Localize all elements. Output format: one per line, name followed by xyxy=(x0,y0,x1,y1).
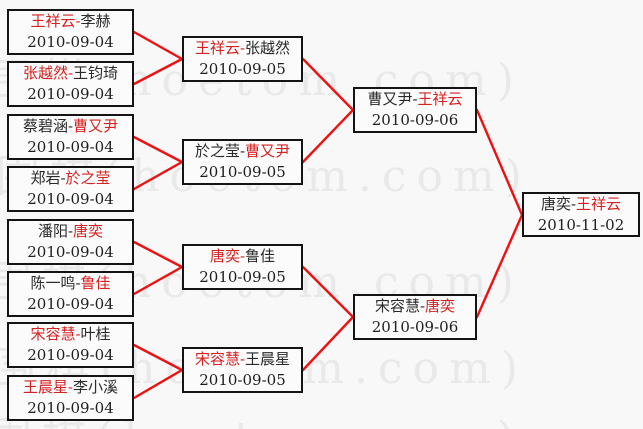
player1-name: 王祥云- xyxy=(30,12,81,30)
player1-name: 陈一鸣- xyxy=(30,274,81,292)
player1-name: 张越然- xyxy=(22,64,74,82)
player1-name: 宋容慧- xyxy=(194,350,246,368)
player1-name: 宋容慧- xyxy=(374,297,426,315)
match-players: 王祥云-李赫 xyxy=(30,11,110,32)
player2-name: 王祥云 xyxy=(576,194,622,213)
player2-name: 李小溪 xyxy=(73,378,119,396)
match-players: 唐奕-王祥云 xyxy=(541,194,621,215)
match-players: 潘阳-唐奕 xyxy=(38,221,103,242)
match-date: 2010-09-04 xyxy=(27,346,114,364)
player2-name: 王钧琦 xyxy=(73,64,119,82)
player1-name: 蔡碧涵- xyxy=(22,117,74,135)
player2-name: 曹又尹 xyxy=(73,117,119,135)
match-players: 蔡碧涵-曹又尹 xyxy=(23,116,118,137)
match-players: 宋容慧-王晨星 xyxy=(195,349,290,370)
player2-name: 曹又尹 xyxy=(245,142,291,160)
player1-name: 唐奕- xyxy=(209,247,246,265)
match-date: 2010-09-04 xyxy=(27,138,114,156)
match-players: 王祥云-张越然 xyxy=(195,38,290,59)
match-players: 曹又尹-王祥云 xyxy=(367,89,462,110)
player2-name: 鲁佳 xyxy=(80,274,111,292)
match-players: 郑岩-於之莹 xyxy=(30,168,110,189)
match-players: 於之莹-曹又尹 xyxy=(195,141,290,162)
player2-name: 鲁佳 xyxy=(245,247,276,265)
match-box-round2-4: 宋容慧-王晨星 2010-09-05 xyxy=(182,347,303,393)
player1-name: 王祥云- xyxy=(194,39,246,57)
match-box-round1-6: 陈一鸣-鲁佳 2010-09-04 xyxy=(7,271,134,317)
match-players: 张越然-王钧琦 xyxy=(23,63,118,84)
match-date: 2010-09-04 xyxy=(27,243,114,261)
player2-name: 张越然 xyxy=(245,39,291,57)
match-players: 陈一鸣-鲁佳 xyxy=(30,273,110,294)
match-players: 宋容慧-叶桂 xyxy=(30,324,110,345)
player1-name: 曹又尹- xyxy=(367,90,418,108)
match-box-round1-2: 张越然-王钧琦 2010-09-04 xyxy=(7,61,134,107)
match-date: 2010-09-05 xyxy=(199,60,286,78)
match-box-round1-8: 王晨星-李小溪 2010-09-04 xyxy=(7,375,134,421)
player1-name: 唐奕- xyxy=(540,194,577,213)
match-box-round1-4: 郑岩-於之莹 2010-09-04 xyxy=(7,166,134,212)
match-box-semifinal-2: 宋容慧-唐奕 2010-09-06 xyxy=(353,294,477,340)
match-players: 宋容慧-唐奕 xyxy=(375,296,455,317)
match-box-round2-3: 唐奕-鲁佳 2010-09-05 xyxy=(182,244,303,290)
match-date: 2010-09-04 xyxy=(27,85,114,103)
player2-name: 王晨星 xyxy=(245,350,291,368)
match-box-round1-1: 王祥云-李赫 2010-09-04 xyxy=(7,9,134,55)
player2-name: 唐奕 xyxy=(425,297,456,315)
player1-name: 郑岩- xyxy=(30,169,66,187)
match-date: 2010-09-04 xyxy=(27,295,114,313)
match-box-round2-1: 王祥云-张越然 2010-09-05 xyxy=(182,36,303,82)
match-date: 2010-09-06 xyxy=(371,111,459,129)
match-date: 2010-09-06 xyxy=(371,318,459,336)
match-box-semifinal-1: 曹又尹-王祥云 2010-09-06 xyxy=(353,87,477,133)
player1-name: 於之莹- xyxy=(194,142,246,160)
player1-name: 潘阳- xyxy=(37,222,74,240)
match-players: 唐奕-鲁佳 xyxy=(210,246,275,267)
player2-name: 王祥云 xyxy=(417,90,463,108)
player2-name: 叶桂 xyxy=(80,325,111,343)
match-box-round2-2: 於之莹-曹又尹 2010-09-05 xyxy=(182,139,303,185)
match-date: 2010-09-05 xyxy=(199,371,286,389)
match-date: 2010-11-02 xyxy=(537,215,625,234)
match-date: 2010-09-05 xyxy=(199,268,286,286)
match-players: 王晨星-李小溪 xyxy=(23,377,118,398)
match-box-round1-5: 潘阳-唐奕 2010-09-04 xyxy=(7,219,134,265)
match-box-round1-7: 宋容慧-叶桂 2010-09-04 xyxy=(7,322,134,368)
match-date: 2010-09-04 xyxy=(27,33,114,51)
match-date: 2010-09-04 xyxy=(27,190,114,208)
match-date: 2010-09-05 xyxy=(199,163,286,181)
player2-name: 唐奕 xyxy=(73,222,104,240)
match-box-round1-3: 蔡碧涵-曹又尹 2010-09-04 xyxy=(7,114,134,160)
match-box-final: 唐奕-王祥云 2010-11-02 xyxy=(522,192,640,237)
player2-name: 於之莹 xyxy=(65,169,111,187)
player1-name: 王晨星- xyxy=(22,378,74,396)
match-date: 2010-09-04 xyxy=(27,399,114,417)
player2-name: 李赫 xyxy=(80,12,111,30)
player1-name: 宋容慧- xyxy=(30,325,81,343)
